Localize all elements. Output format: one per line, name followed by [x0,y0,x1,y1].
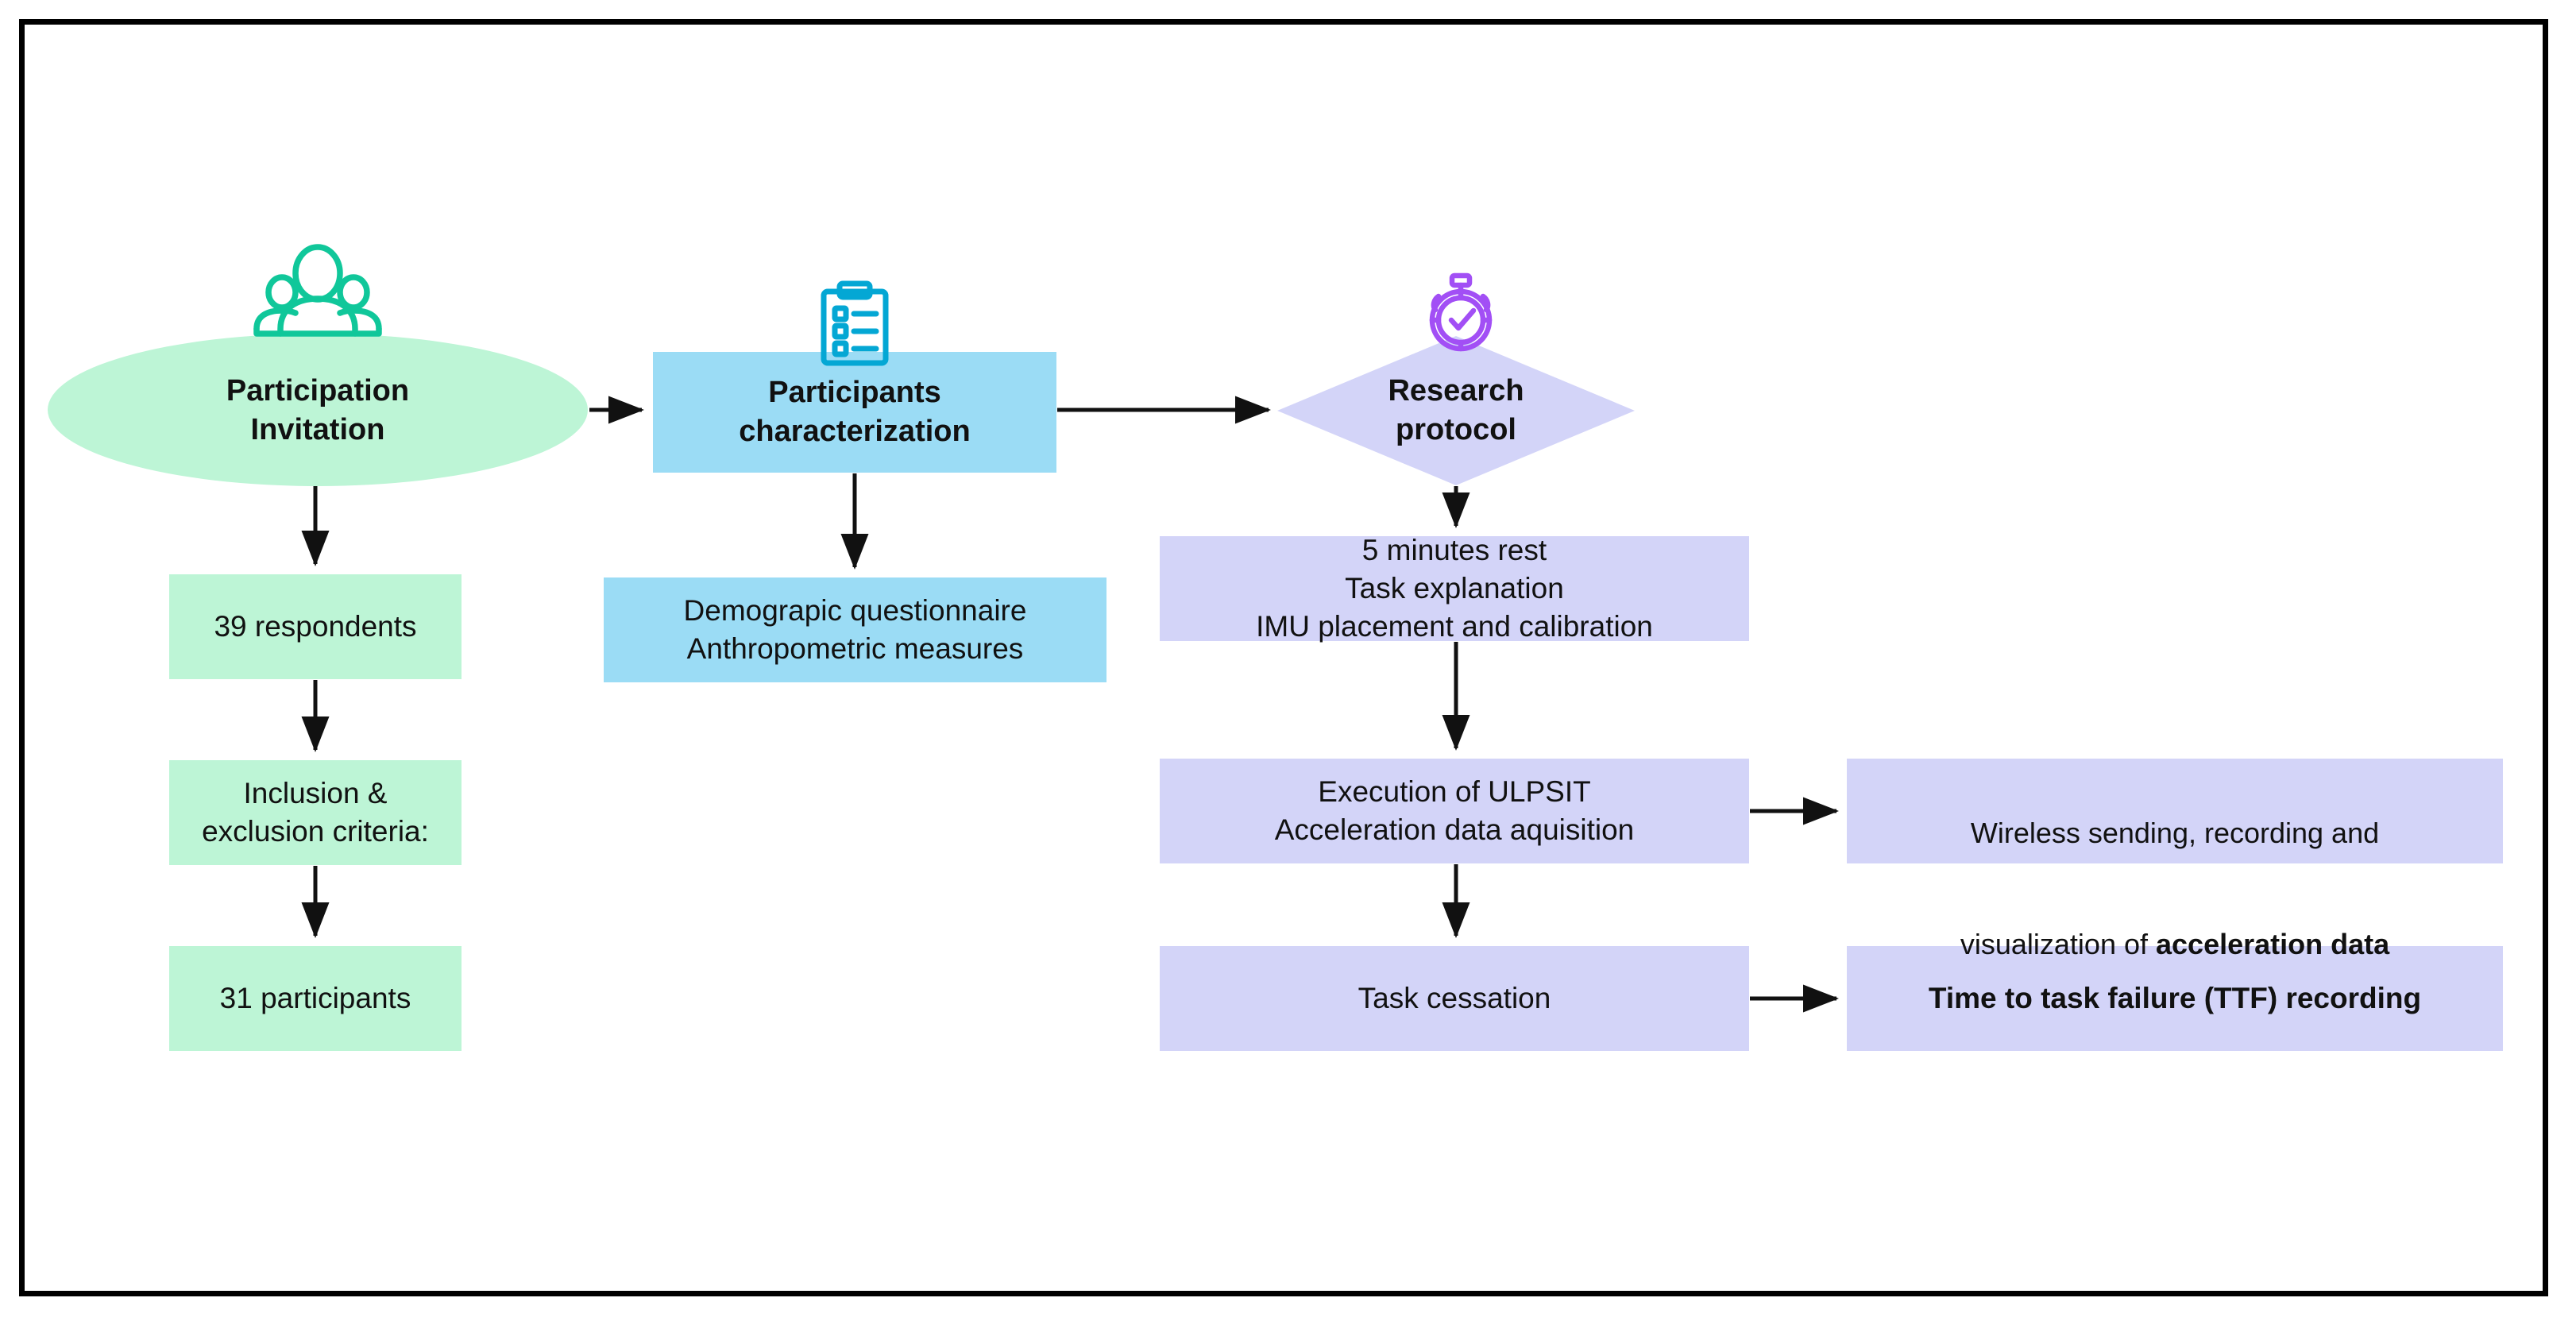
shape-questionnaire [604,577,1106,682]
shape-preparation [1160,536,1749,641]
shape-research-protocol [1277,336,1635,485]
stopwatch-icon [1429,272,1493,352]
shape-participation-invitation [48,334,588,486]
shape-participants-count [169,946,462,1051]
clipboard-checklist-icon [821,280,889,366]
shape-task-cessation [1160,946,1749,1051]
shape-respondents [169,574,462,679]
shape-execution [1160,759,1749,863]
shape-wireless [1847,759,2503,863]
shape-ttf [1847,946,2503,1051]
people-group-icon [253,244,382,337]
shape-participants-characterization [653,352,1056,473]
shape-criteria [169,760,462,865]
